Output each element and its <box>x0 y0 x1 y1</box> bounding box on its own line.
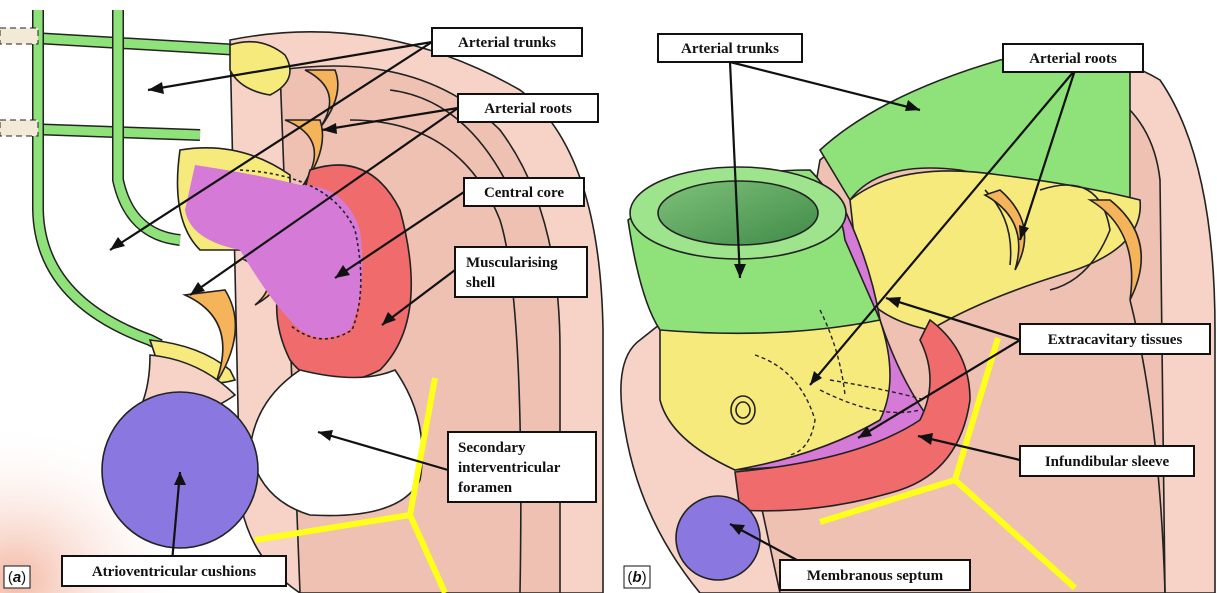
svg-text:Arterial trunks: Arterial trunks <box>681 41 779 57</box>
label-membranous-septum: Membranous septum <box>780 560 970 590</box>
svg-text:foramen: foramen <box>458 480 513 496</box>
svg-text:Arterial roots: Arterial roots <box>484 101 572 117</box>
label-arterial-trunks-b: Arterial trunks <box>658 34 802 62</box>
label-atrioventricular-cushions: Atrioventricular cushions <box>62 556 286 586</box>
panel-b: Arterial trunks Arterial roots Extracavi… <box>611 0 1217 593</box>
label-secondary-foramen: Secondary interventricular foramen <box>448 432 596 502</box>
atrioventricular-cushion <box>102 392 258 548</box>
svg-text:(a): (a) <box>8 569 26 586</box>
panel-b-tag: (b) <box>624 566 650 588</box>
svg-text:Extracavitary tissues: Extracavitary tissues <box>1048 332 1183 348</box>
secondary-foramen-area <box>250 370 422 516</box>
label-extracavitary-tissues: Extracavitary tissues <box>1020 324 1210 354</box>
svg-text:Atrioventricular cushions: Atrioventricular cushions <box>92 564 256 580</box>
svg-text:interventricular: interventricular <box>458 460 561 476</box>
svg-text:Central core: Central core <box>484 185 564 201</box>
label-muscularising-shell: Muscularising shell <box>455 247 587 297</box>
label-arterial-trunks-a: Arterial trunks <box>432 28 582 56</box>
svg-text:Secondary: Secondary <box>458 440 526 456</box>
svg-text:Muscularising: Muscularising <box>466 255 558 271</box>
panel-a: Arterial trunks Arterial roots Central c… <box>0 0 605 593</box>
svg-text:Arterial roots: Arterial roots <box>1029 51 1117 67</box>
label-central-core: Central core <box>464 178 584 206</box>
svg-text:Arterial trunks: Arterial trunks <box>458 35 556 51</box>
svg-text:shell: shell <box>466 275 495 291</box>
label-arterial-roots-a: Arterial roots <box>458 94 598 122</box>
svg-text:Infundibular sleeve: Infundibular sleeve <box>1045 454 1170 470</box>
svg-text:Membranous septum: Membranous septum <box>807 568 944 584</box>
label-arterial-roots-b: Arterial roots <box>1003 44 1143 72</box>
svg-text:(b): (b) <box>627 569 646 586</box>
panel-a-tag: (a) <box>4 566 30 588</box>
membranous-septum <box>676 496 760 580</box>
label-infundibular-sleeve: Infundibular sleeve <box>1020 446 1194 476</box>
